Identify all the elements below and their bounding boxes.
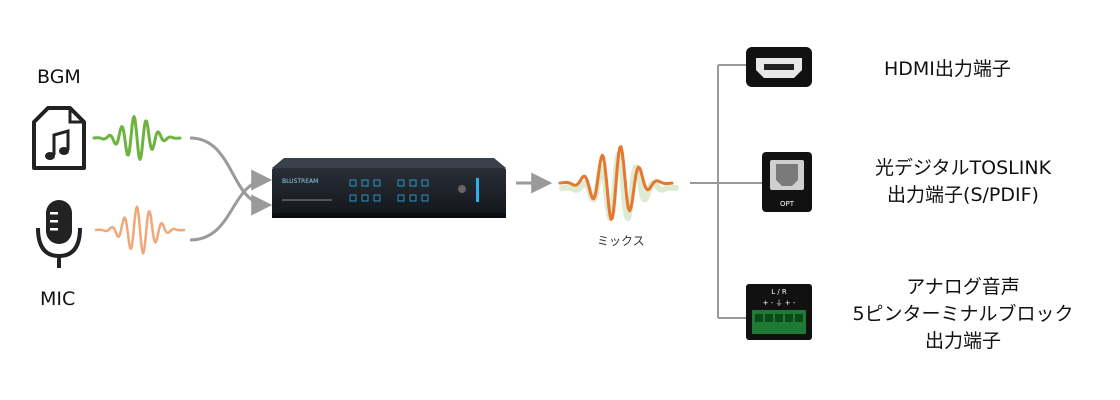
mix-label: ミックス xyxy=(597,234,645,248)
bgm-wave xyxy=(92,115,182,161)
optical-output-label-line1: 光デジタルTOSLINK xyxy=(874,157,1052,179)
device-brand-text: BLUSTREAM xyxy=(282,178,318,185)
device-buttons xyxy=(349,179,429,202)
analog-output-label: アナログ音声 5ピンターミナルブロック 出力端子 xyxy=(838,274,1088,355)
terminal-block-icon xyxy=(746,284,812,340)
music-file-icon xyxy=(32,106,86,170)
mic-label: MIC xyxy=(40,288,76,310)
optical-output-label: 光デジタルTOSLINK 出力端子(S/PDIF) xyxy=(858,155,1068,209)
hdmi-port-icon xyxy=(746,47,812,87)
optical-port-text: OPT xyxy=(780,200,795,208)
matrix-device: BLUSTREAM xyxy=(272,158,506,218)
optical-output-label-line2: 出力端子(S/PDIF) xyxy=(887,184,1039,206)
microphone-icon xyxy=(36,200,82,268)
terminal-polarity-text: + - ⏚ + - xyxy=(763,299,796,307)
bgm-label: BGM xyxy=(37,66,81,88)
mix-wave xyxy=(558,145,674,221)
optical-port-icon xyxy=(762,152,812,212)
mic-wave xyxy=(94,205,186,255)
analog-output-label-line2: 5ピンターミナルブロック xyxy=(852,303,1074,325)
analog-output-label-line3: 出力端子 xyxy=(924,330,1001,352)
output-connectors xyxy=(690,64,762,319)
input-connectors xyxy=(189,136,273,242)
analog-output-label-line1: アナログ音声 xyxy=(906,276,1020,298)
terminal-lr-text: L / R xyxy=(771,288,787,296)
hdmi-output-label: HDMI出力端子 xyxy=(884,58,1011,80)
